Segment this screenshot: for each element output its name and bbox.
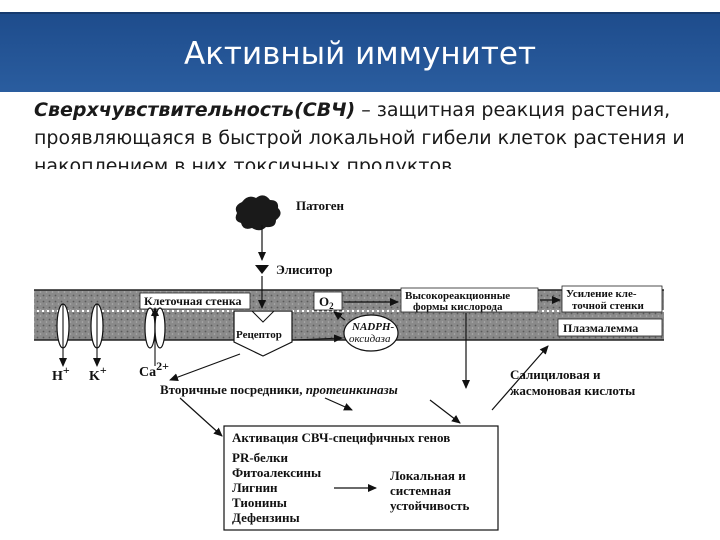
- wall-strengthening-box: [561, 285, 663, 313]
- ros-label-line2: формы кислорода: [413, 301, 503, 313]
- pathogen-label: Патоген: [296, 198, 344, 213]
- plasmalemma-label: Плазмалемма: [563, 321, 638, 335]
- nadph-label-line2: оксидаза: [349, 333, 391, 345]
- gene-activation-title: Активация СВЧ-специфичных генов: [232, 430, 450, 445]
- ion-ca-label: Ca2+: [139, 359, 169, 380]
- receptor-to-nadph-arrow: [292, 334, 343, 343]
- gene-item: Лигнин: [232, 480, 278, 495]
- hypersensitivity-diagram: Патоген Элиситор Клеточная стенка O2 Выс…: [34, 195, 664, 531]
- receptor-label: Рецептор: [236, 329, 282, 341]
- gene-item: Фитоалексины: [232, 465, 321, 480]
- gene-item: PR-белки: [232, 450, 289, 465]
- ion-h-label: H+: [52, 363, 70, 384]
- nadph-label-line1: NADPH-: [351, 321, 395, 333]
- nadph-to-o2-arrow: [333, 311, 346, 321]
- wall-strengthening-line2: точной стенки: [572, 300, 644, 312]
- salicylic-line1: Салициловая и: [510, 367, 601, 382]
- wall-strengthening-line1: Усиление кле-: [566, 288, 637, 300]
- ros-label-box: [400, 287, 539, 313]
- title-bar: Активный иммунитет: [0, 12, 720, 92]
- secondary-messengers-label: Вторичные посредники, протеинкиназы: [160, 382, 398, 397]
- ros-label-line1: Высокореакционные: [405, 290, 510, 302]
- receptor-notch: [251, 310, 275, 323]
- secondary-to-right-arrow: [324, 397, 353, 411]
- receptor-to-secondary-arrow: [169, 353, 241, 381]
- definition-paragraph: Сверхчувствительность(СВЧ) – защитная ре…: [34, 96, 714, 169]
- gene-activation-box: [223, 425, 499, 531]
- o2-box: [313, 291, 343, 311]
- o2-label: O2: [319, 294, 334, 311]
- gene-item: Тионины: [232, 495, 287, 510]
- gene-item: Дефензины: [232, 510, 300, 525]
- elicitor-icon: [255, 265, 269, 274]
- result-line3: устойчивость: [390, 498, 469, 513]
- ion-k-label: K+: [89, 363, 107, 384]
- result-line1: Локальная и: [390, 468, 466, 483]
- slide-title: Активный иммунитет: [183, 36, 537, 72]
- nadph-oxidase-ellipse: [343, 314, 399, 352]
- definition-text: – защитная реакция растения, проявляющая…: [34, 99, 685, 169]
- salicylic-up-arrow: [491, 345, 549, 411]
- cell-wall-label-box: [139, 292, 251, 310]
- cell-wall-label: Клеточная стенка: [144, 294, 242, 308]
- ion-channel-ca-right: [154, 307, 166, 349]
- elicitor-label: Элиситор: [276, 262, 333, 277]
- ion-channel-ca-left: [144, 307, 156, 349]
- result-line2: системная: [390, 483, 451, 498]
- plasmalemma-label-box: [557, 318, 663, 337]
- secondary-to-genes-arrow: [179, 397, 223, 437]
- salicylic-line2: жасмоновая кислоты: [510, 383, 635, 398]
- definition-term: Сверхчувствительность(СВЧ): [34, 99, 356, 121]
- receptor-shape: [233, 310, 293, 357]
- to-genes-box-arrow: [429, 399, 461, 424]
- pathogen-icon: [235, 195, 281, 231]
